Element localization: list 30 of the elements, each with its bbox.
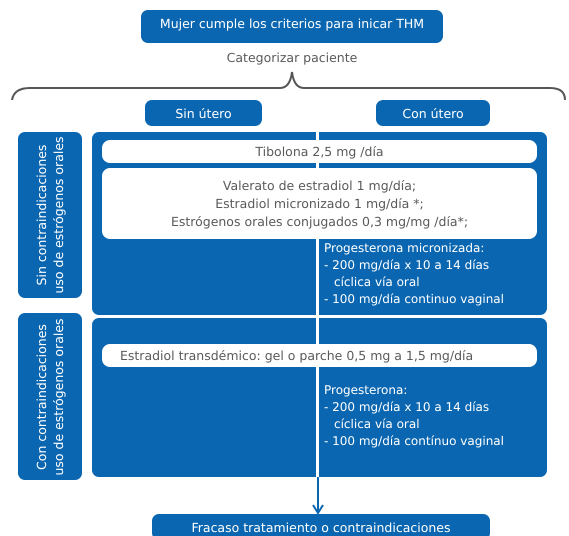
arrow xyxy=(312,477,324,514)
category-box xyxy=(376,100,490,126)
box-label: Sin útero xyxy=(174,105,233,122)
treatment-panel xyxy=(92,132,547,315)
row-header-band xyxy=(18,132,82,298)
dosage-item: - 200 mg/día x 10 a 14 días cíclica vía oral xyxy=(324,399,490,433)
outcome-box xyxy=(152,514,490,536)
dosage-item: - 200 mg/día x 10 a 14 días cíclica vía oral xyxy=(324,257,490,291)
category-box xyxy=(145,100,262,126)
treatment-text: Tibolona 2,5 mg /día xyxy=(255,142,384,160)
row-header-band xyxy=(18,313,82,480)
drug-heading: Progesterona micronizada: xyxy=(324,240,486,257)
row-header-text: Con contraindicaciones uso de estrógenos orales xyxy=(33,316,67,478)
box-label: Fracaso tratamiento o contraindicaciones xyxy=(190,519,452,536)
treatment-text: Estradiol transdémico: gel o parche 0,5 mg a 1,5 mg/día xyxy=(120,346,474,364)
treatment-box xyxy=(102,168,537,239)
treatment-box xyxy=(102,140,537,163)
box-label: Con útero xyxy=(401,105,465,122)
treatment-box xyxy=(102,344,537,367)
dosage-item: - 100 mg/día continuo vaginal xyxy=(324,291,505,308)
treatment-text: Estradiol micronizado 1 mg/día *; xyxy=(215,194,424,212)
annotation-text: Categorizar paciente xyxy=(226,50,358,65)
treatment-panel xyxy=(92,318,547,477)
treatment-text: Valerato de estradiol 1 mg/día; xyxy=(222,176,416,194)
drug-heading: Progesterona: xyxy=(324,382,408,399)
dosage-item: - 100 mg/día contínuo vaginal xyxy=(324,433,505,450)
start-box xyxy=(141,10,443,43)
box-label: Mujer cumple los criterios para inicar THM xyxy=(158,15,426,32)
row-header-text: Sin contraindicaciones uso de estrógenos orales xyxy=(33,135,67,296)
treatment-text: Estrógenos orales conjugados 0,3 mg/mg /día*; xyxy=(170,212,468,230)
